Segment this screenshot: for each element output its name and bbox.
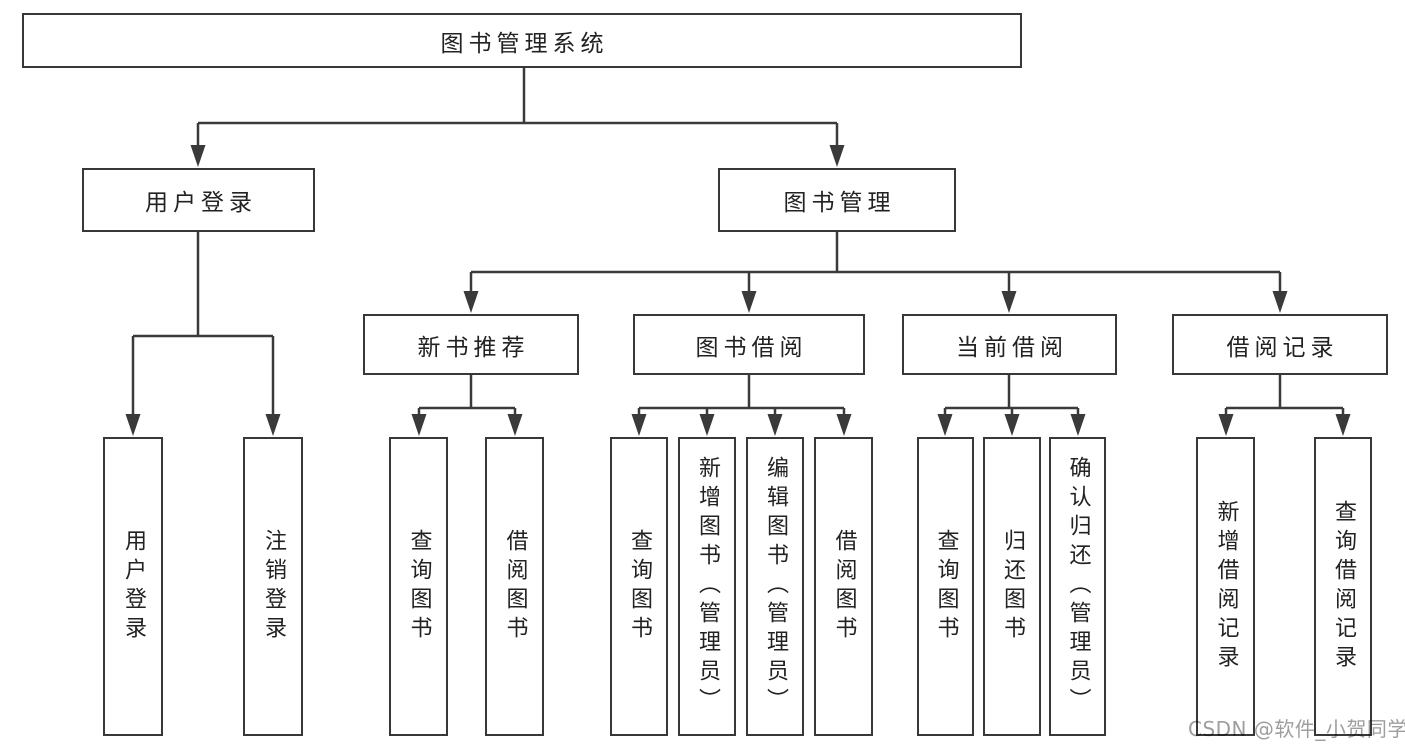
node-book-borrow-label: 图书借阅	[695, 334, 808, 361]
leaf-borrow-borrow-books-label: 借阅图书	[831, 528, 857, 645]
node-book-borrow: 图书借阅	[633, 314, 865, 375]
node-book-management-label: 图书管理	[783, 190, 896, 216]
leaf-borrow-edit-books-admin-label: 编辑图书（管理员）	[763, 456, 788, 717]
leaf-current-confirm-return-admin-label: 确认归还（管理员）	[1065, 456, 1091, 717]
leaf-borrow-edit-books-admin: 编辑图书（管理员）	[746, 437, 804, 736]
node-library-system: 图书管理系统	[22, 13, 1022, 68]
node-borrow-records-label: 借阅记录	[1226, 334, 1339, 361]
leaf-borrow-add-books-admin-label: 新增图书（管理员）	[695, 456, 720, 717]
leaf-user-login: 用户登录	[103, 437, 163, 736]
node-user-login: 用户登录	[82, 168, 315, 232]
csdn-watermark: CSDN @软件_小贺同学	[1188, 717, 1405, 741]
node-library-system-label: 图书管理系统	[440, 30, 609, 57]
leaf-borrow-add-books-admin: 新增图书（管理员）	[678, 437, 736, 736]
node-user-login-label: 用户登录	[145, 190, 257, 216]
leaf-current-return-books: 归还图书	[983, 437, 1041, 736]
node-current-borrow-label: 当前借阅	[956, 334, 1068, 361]
node-book-management: 图书管理	[718, 168, 956, 232]
leaf-borrow-query-books-label: 查询图书	[627, 528, 652, 645]
node-new-book-recommend: 新书推荐	[363, 314, 579, 375]
leaf-logout: 注销登录	[243, 437, 303, 736]
leaf-recommend-query-books-label: 查询图书	[406, 528, 432, 645]
leaf-recommend-borrow-books-label: 借阅图书	[502, 528, 528, 645]
node-borrow-records: 借阅记录	[1172, 314, 1388, 375]
leaf-borrow-borrow-books: 借阅图书	[814, 437, 873, 736]
leaf-recommend-query-books: 查询图书	[389, 437, 448, 736]
leaf-records-add-record-label: 新增借阅记录	[1213, 499, 1239, 674]
leaf-records-add-record: 新增借阅记录	[1196, 437, 1255, 736]
leaf-recommend-borrow-books: 借阅图书	[485, 437, 544, 736]
leaf-records-query-record-label: 查询借阅记录	[1331, 499, 1356, 674]
node-current-borrow: 当前借阅	[902, 314, 1117, 375]
leaf-current-confirm-return-admin: 确认归还（管理员）	[1049, 437, 1106, 736]
leaf-borrow-query-books: 查询图书	[610, 437, 668, 736]
node-new-book-recommend-label: 新书推荐	[417, 334, 530, 361]
leaf-logout-label: 注销登录	[261, 528, 286, 645]
leaf-current-return-books-label: 归还图书	[1000, 528, 1025, 645]
leaf-current-query-books-label: 查询图书	[933, 528, 959, 645]
leaf-user-login-label: 用户登录	[121, 528, 146, 645]
leaf-current-query-books: 查询图书	[917, 437, 974, 736]
leaf-records-query-record: 查询借阅记录	[1314, 437, 1372, 736]
